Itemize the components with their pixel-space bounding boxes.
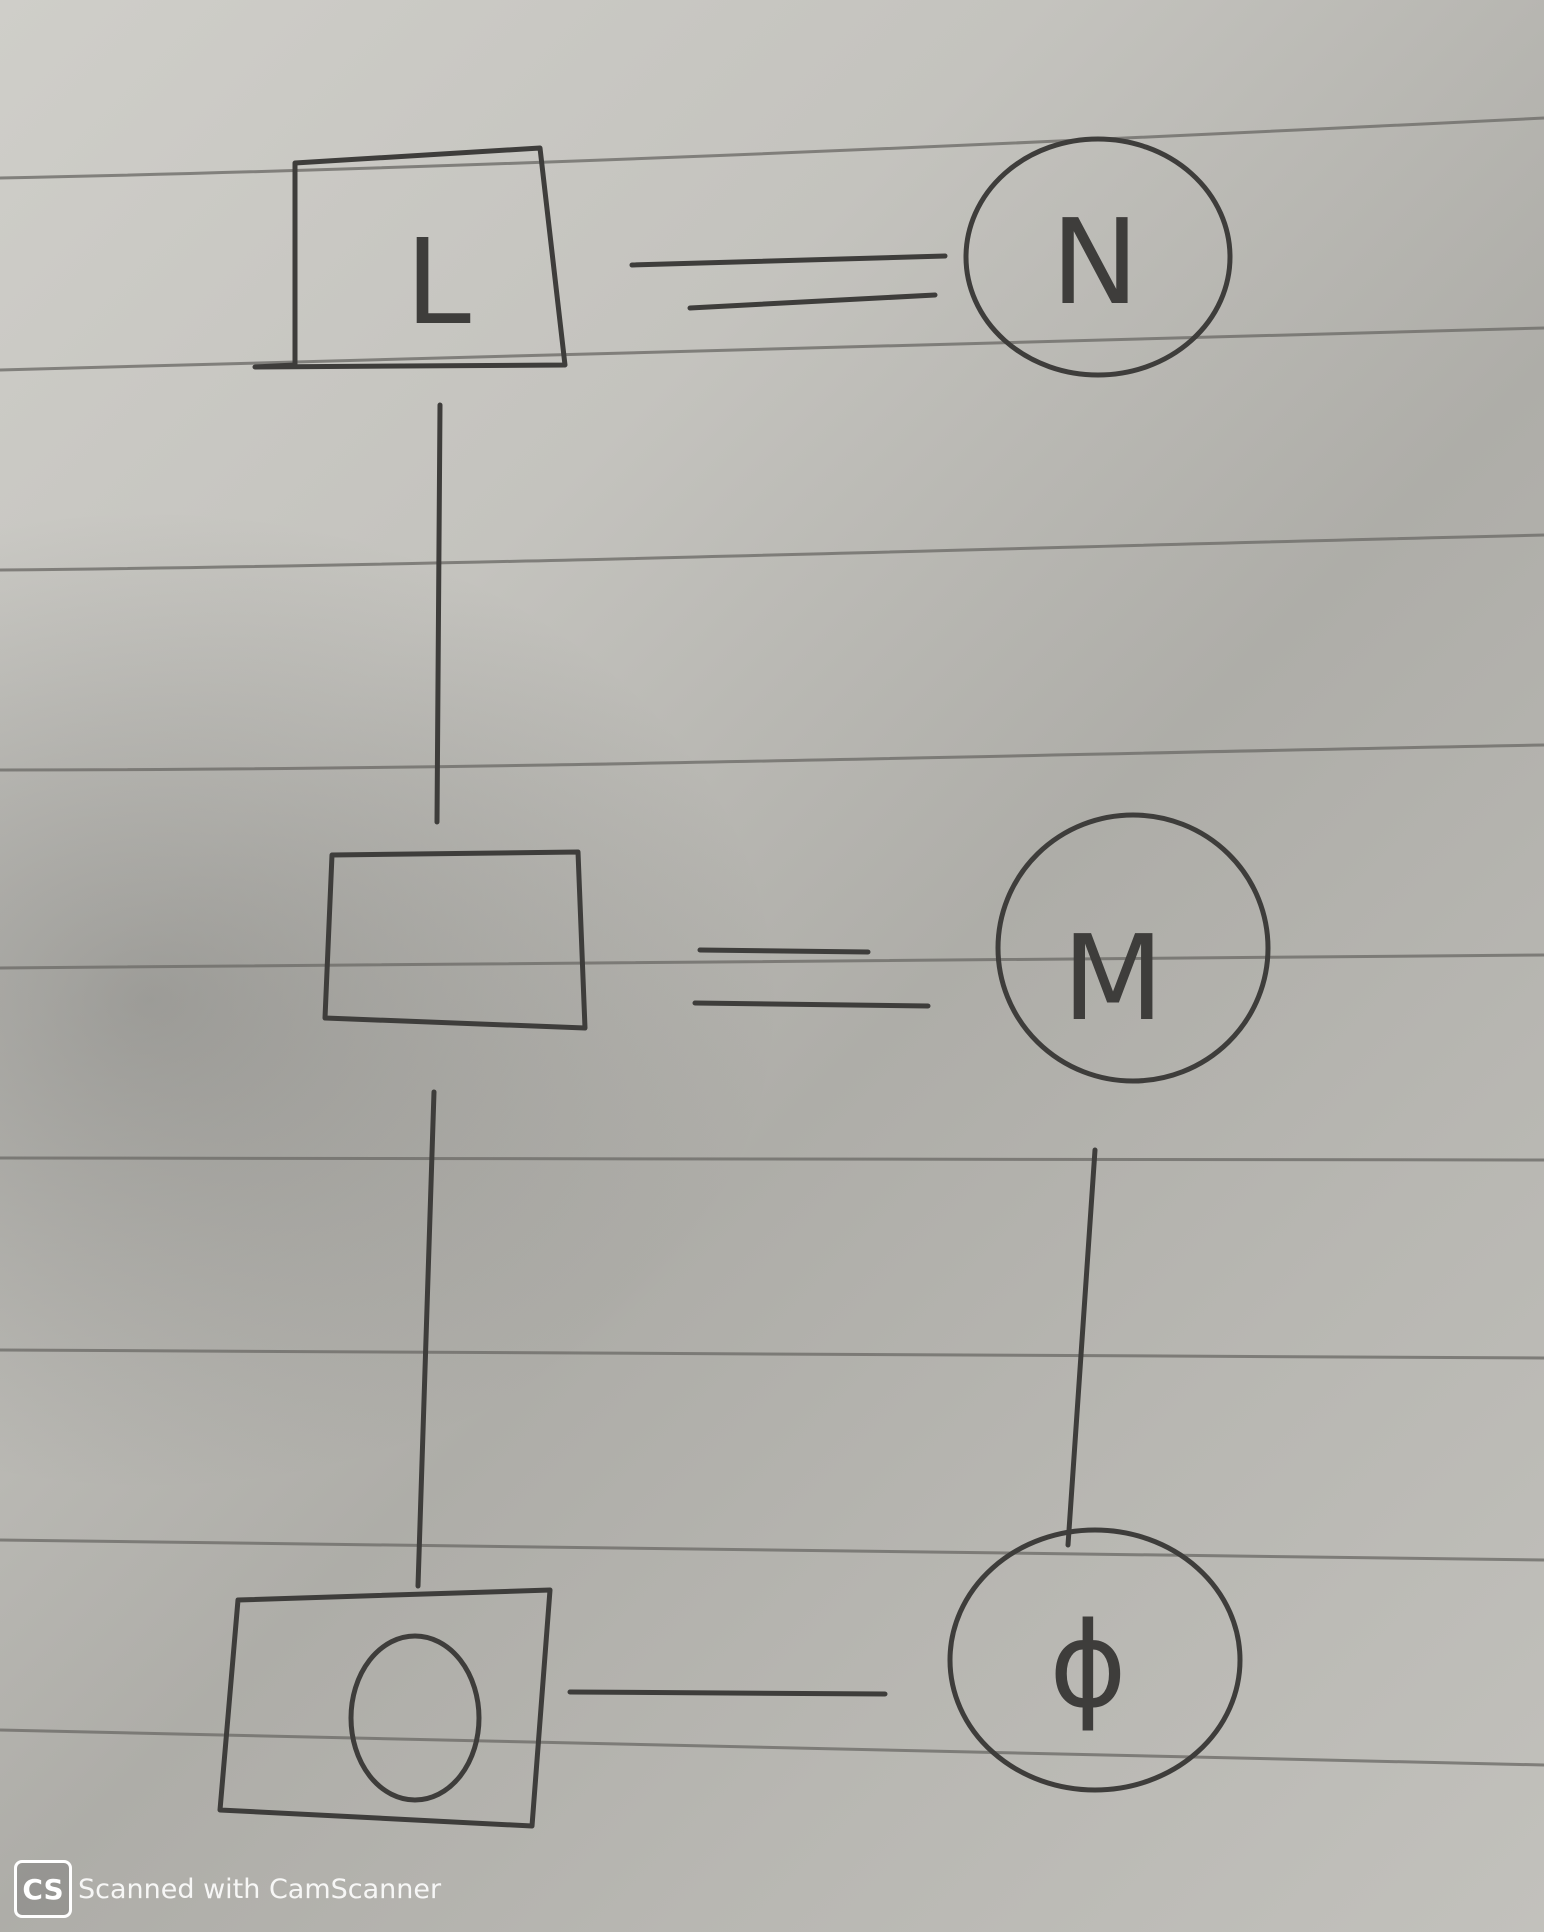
edge-x-o-vertical xyxy=(415,1089,437,1589)
edge-l-x-vertical xyxy=(434,402,443,825)
node-n-circle xyxy=(963,136,1233,378)
double-line-top xyxy=(629,253,948,268)
edge-x-m xyxy=(692,947,931,1009)
node-x xyxy=(322,849,588,1031)
node-o-inner-circle xyxy=(348,1633,482,1803)
node-x-square xyxy=(322,849,588,1031)
ruled-line xyxy=(0,1348,1544,1360)
double-line-bottom xyxy=(687,292,938,311)
edge-l-n xyxy=(629,253,948,311)
node-o-square xyxy=(217,1587,553,1829)
edge-o-p xyxy=(567,1689,888,1697)
node-l: L xyxy=(252,145,568,370)
node-l-label: L xyxy=(405,213,471,351)
ruled-line xyxy=(0,116,1544,180)
edge-m-p-vertical xyxy=(1065,1147,1098,1548)
node-p-label: ϕ xyxy=(1049,1596,1127,1734)
node-l-square xyxy=(252,145,568,370)
ruled-line xyxy=(0,533,1544,572)
camscanner-logo-icon: CS xyxy=(14,1860,72,1918)
ruled-line xyxy=(0,326,1544,372)
node-m-circle xyxy=(995,812,1271,1084)
node-m-label: M xyxy=(1062,909,1164,1047)
watermark-text: Scanned with CamScanner xyxy=(78,1873,442,1905)
ruled-line xyxy=(0,1538,1544,1562)
node-o: O xyxy=(217,1587,553,1829)
double-line-top xyxy=(697,947,871,955)
node-m: M xyxy=(995,812,1271,1084)
ruled-line xyxy=(0,1156,1544,1162)
double-line-bottom xyxy=(692,1000,931,1009)
node-p: ϕ xyxy=(947,1527,1243,1793)
ruled-line xyxy=(0,953,1544,970)
ruled-line xyxy=(0,743,1544,772)
node-p-circle xyxy=(947,1527,1243,1793)
node-n: N xyxy=(963,136,1233,378)
node-n-label: N xyxy=(1051,193,1139,331)
camscanner-watermark: CS Scanned with CamScanner xyxy=(14,1858,441,1920)
